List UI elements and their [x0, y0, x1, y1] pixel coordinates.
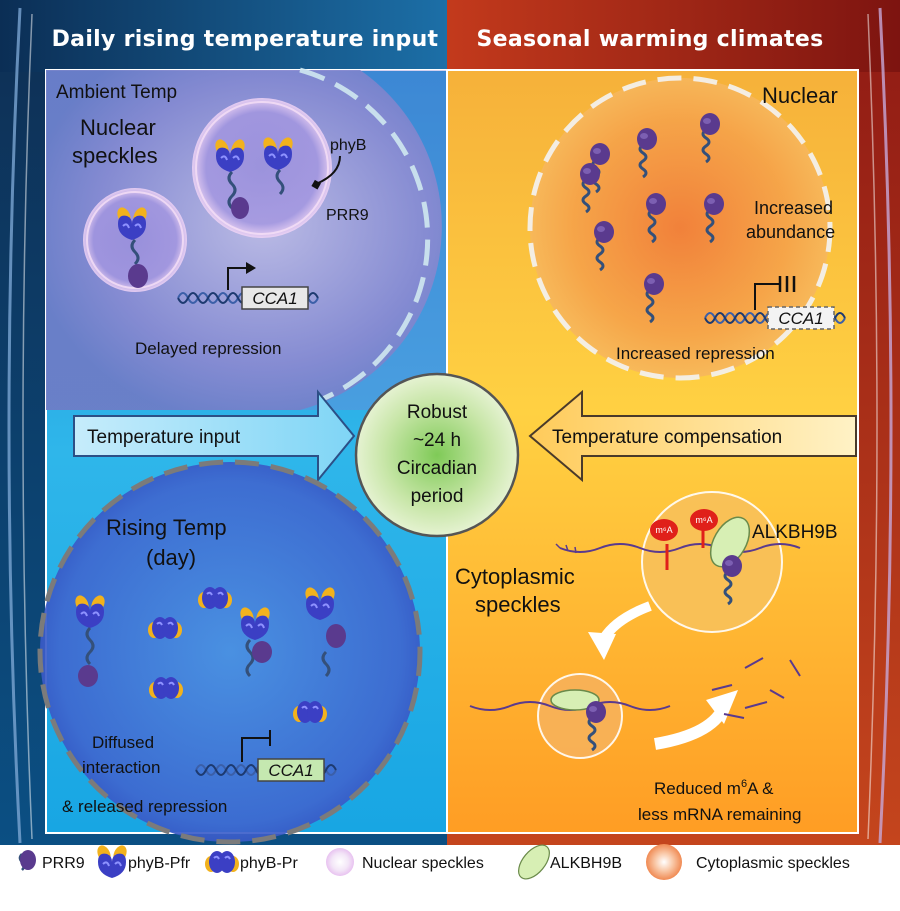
alkbh9b-label: ALKBH9B [752, 522, 838, 543]
prr9-icon [128, 264, 148, 288]
rising-temp-title-1: Rising Temp [106, 515, 227, 540]
nuclear-speckles-label-1: Nuclear [80, 115, 156, 140]
legend-cytoplasmic-speckles: Cytoplasmic speckles [646, 844, 850, 880]
right-bracket [878, 7, 893, 844]
temperature-input-arrow [73, 389, 356, 483]
increased-repression-caption: Increased repression [616, 344, 775, 363]
circle-line-2: ~24 h [413, 430, 461, 451]
m6a-label: m⁶A [695, 515, 712, 525]
less-mrna-caption: less mRNA remaining [638, 805, 801, 824]
nuclear-speckle-icon [326, 848, 354, 876]
legend-label-pfr: phyB-Pfr [128, 855, 191, 872]
reduced-m6a-caption: Reduced m6A & [654, 778, 774, 798]
left-header-bar [0, 0, 447, 72]
left-header-title: Daily rising temperature input [52, 27, 439, 52]
nuclear-label: Nuclear [762, 83, 838, 108]
prr9-icon [231, 197, 249, 219]
nucleus-rising-temp [40, 462, 420, 842]
temperature-compensation-arrow [528, 389, 857, 483]
increased-abundance-label-2: abundance [746, 222, 835, 242]
cca1-gene-label: CCA1 [252, 289, 297, 308]
legend-alkbh9b: ALKBH9B [518, 844, 622, 880]
legend-label-pr: phyB-Pr [240, 855, 298, 872]
circadian-period-circle [354, 372, 520, 538]
cca1-gene-label: CCA1 [268, 761, 313, 780]
alkbh9b-icon [518, 844, 550, 880]
legend-phyb-pr: phyB-Pr [204, 850, 298, 874]
ambient-temp-label: Ambient Temp [56, 82, 177, 103]
m6a-mark [690, 509, 718, 531]
legend-phyb-pfr: phyB-Pfr [93, 842, 191, 879]
prr9-icon [326, 624, 346, 648]
cca1-gene-box [257, 758, 325, 782]
nucleus-ambient [46, 70, 442, 410]
cytoplasmic-speckles-label-2: speckles [475, 592, 561, 617]
right-header-title: Seasonal warming climates [476, 27, 823, 52]
mrna-strand [559, 543, 801, 553]
diffused-caption-2: interaction [82, 758, 160, 777]
nuclear-speckle-large [192, 98, 332, 238]
right-header-bar [447, 0, 900, 72]
circle-line-3: Circadian [397, 458, 477, 479]
mrna-fragments [711, 657, 801, 719]
delayed-repression-caption: Delayed repression [135, 339, 281, 358]
cytoplasmic-speckle-icon [646, 844, 682, 880]
legend-label-cytoplasmic: Cytoplasmic speckles [696, 855, 850, 872]
legend: PRR9 phyB-Pfr phyB-Pr Nuclear speckles A… [18, 842, 850, 880]
rising-temp-title-2: (day) [146, 545, 196, 570]
temperature-input-label: Temperature input [87, 427, 241, 448]
cytoplasmic-speckles-label-1: Cytoplasmic [455, 564, 575, 589]
legend-label-alkbh9b: ALKBH9B [550, 855, 622, 872]
increased-abundance-label-1: Increased [754, 198, 833, 218]
legend-label-prr9: PRR9 [42, 855, 85, 872]
prr9-icon [20, 850, 36, 870]
m6a-label: m⁶A [655, 525, 672, 535]
circle-line-4: period [411, 486, 464, 507]
legend-label-nuclear: Nuclear speckles [362, 855, 484, 872]
diffused-caption-3: & released repression [62, 797, 227, 816]
diffused-caption-1: Diffused [92, 733, 154, 752]
legend-nuclear-speckles: Nuclear speckles [326, 848, 484, 876]
prr9-icon [78, 665, 98, 687]
cca1-gene-box [241, 286, 309, 310]
m6a-mark [650, 519, 678, 541]
prr9-label: PRR9 [326, 207, 369, 224]
temperature-compensation-label: Temperature compensation [552, 427, 782, 448]
cca1-gene-label: CCA1 [778, 309, 823, 328]
prr9-icon [252, 641, 272, 663]
alkbh9b-icon [550, 689, 600, 711]
cytoplasmic-speckle-small [537, 673, 623, 759]
phyb-label: phyB [330, 137, 366, 154]
circle-line-1: Robust [407, 402, 468, 423]
alkbh9b-icon [709, 516, 751, 568]
cca1-gene-box [767, 306, 835, 330]
nuclear-speckles-label-2: speckles [72, 143, 158, 168]
left-bracket [7, 7, 22, 844]
legend-prr9: PRR9 [18, 850, 85, 872]
